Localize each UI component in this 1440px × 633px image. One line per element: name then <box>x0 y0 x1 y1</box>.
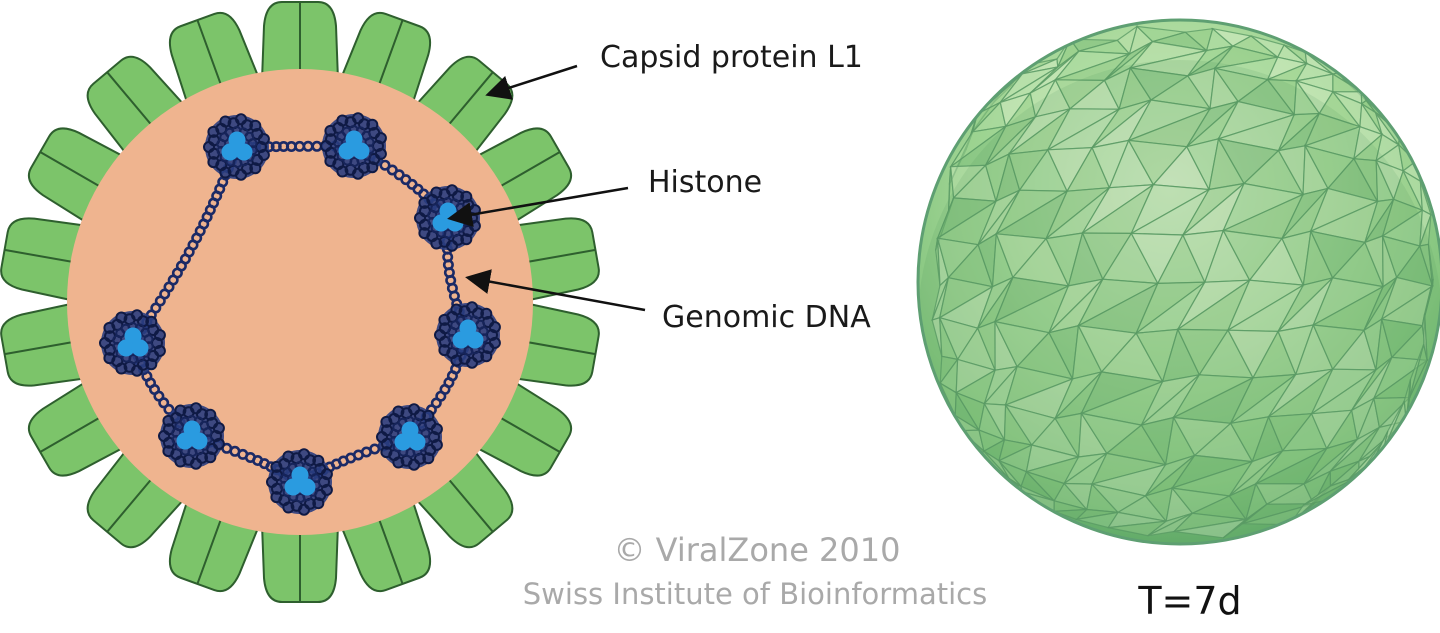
histone-complex <box>99 309 166 377</box>
histone-core <box>190 432 208 450</box>
histone-core <box>176 432 194 450</box>
histone-core <box>298 478 316 496</box>
histone-core <box>408 433 426 451</box>
histone-core <box>221 143 239 161</box>
histone-core <box>452 331 470 349</box>
credit-line-2: Swiss Institute of Bioinformatics <box>523 577 987 611</box>
histone-core <box>235 143 253 161</box>
histone-core <box>432 214 450 232</box>
genomic-dna-label: Genomic DNA <box>662 300 871 335</box>
histone-arrow <box>447 186 629 227</box>
histone-core <box>131 339 149 357</box>
capsid-sphere-mesh <box>918 24 1440 544</box>
histone-complex <box>203 113 270 181</box>
virion-cross-section <box>0 1 600 603</box>
histone-complex <box>320 112 387 180</box>
dna-bead <box>430 397 442 409</box>
histone-core <box>394 433 412 451</box>
genomic-dna-arrow <box>465 269 646 312</box>
capsid-label: Capsid protein L1 <box>600 40 863 75</box>
histone-core <box>284 478 302 496</box>
histone-core <box>352 142 370 160</box>
histone-label: Histone <box>648 165 762 200</box>
histone-complex <box>158 402 225 470</box>
dna-bead <box>163 403 175 415</box>
histone-complex <box>376 403 443 471</box>
histone-core <box>338 142 356 160</box>
histone-complex <box>434 301 501 369</box>
sphere-shade <box>918 60 1440 544</box>
capsid-sphere <box>916 18 1440 546</box>
histone-core <box>117 339 135 357</box>
histone-complex <box>266 448 333 516</box>
triangulation-label: T=7d <box>1137 579 1241 623</box>
credit-line-1: © ViralZone 2010 <box>614 531 901 569</box>
capsid-facet <box>1348 443 1382 481</box>
histone-core <box>466 331 484 349</box>
capsid-arrow <box>485 64 578 100</box>
dna-bead <box>386 164 398 176</box>
dna-bead <box>379 159 391 171</box>
